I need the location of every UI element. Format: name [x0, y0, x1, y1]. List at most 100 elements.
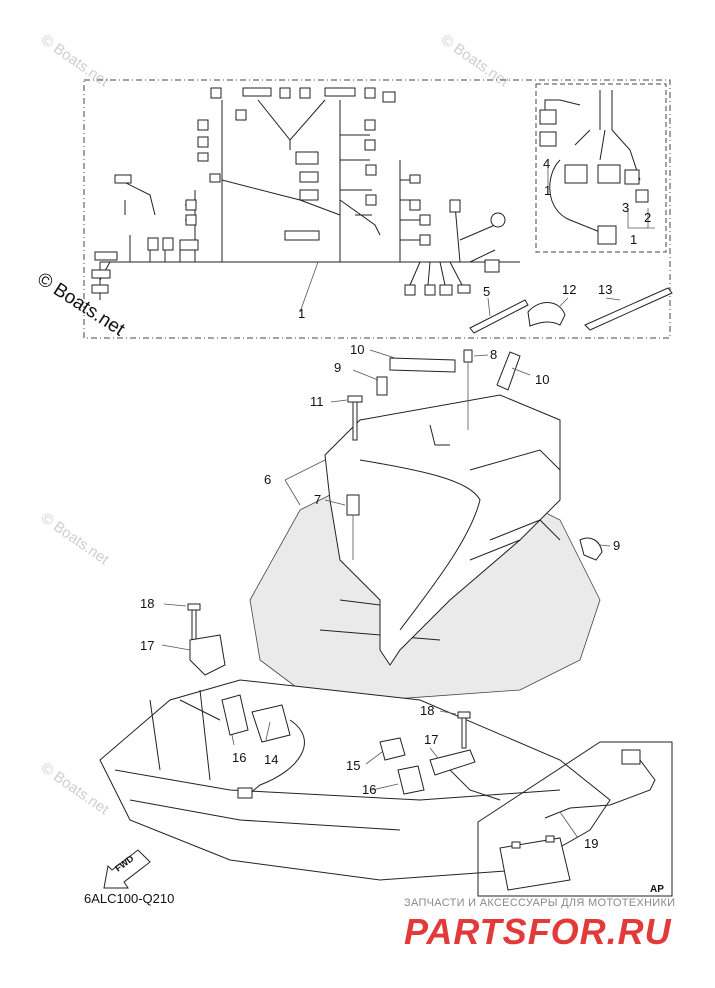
connector [624, 169, 640, 185]
connector [409, 199, 421, 211]
grommet-seal [397, 765, 425, 795]
connector [364, 139, 376, 151]
callouts: 1 1 1 2 3 4 5 6 7 8 9 9 10 10 11 12 13 1… [140, 156, 651, 851]
leader-line [284, 349, 611, 547]
callout-label: 17 [424, 732, 438, 747]
cap [379, 737, 406, 761]
watermark-text: © Boats.net [38, 759, 113, 818]
connector [209, 173, 221, 183]
inset-cable [599, 90, 613, 130]
brand-subtitle: ЗАПЧАСТИ И АКСЕССУАРЫ ДЛЯ МОТОТЕХНИКИ [404, 897, 675, 909]
callout-label: 1 [298, 306, 305, 321]
callout-label: 19 [584, 836, 598, 851]
connector [621, 749, 641, 765]
bottom-cowling-section: FWD AP [99, 603, 673, 897]
connector [242, 87, 272, 97]
bottom-cowling [99, 679, 611, 881]
connector [197, 152, 209, 162]
callout-label: 3 [622, 200, 629, 215]
harness-inset-frame [535, 83, 667, 253]
connector [295, 151, 319, 165]
callout-label: 16 [232, 750, 246, 765]
connector [179, 239, 199, 251]
watermark-text: © Boats.net [438, 31, 513, 90]
ap-inset-frame [477, 741, 673, 897]
rubber-strip [496, 351, 521, 391]
relay [539, 131, 557, 147]
watermark-side-text: © Boats.net [33, 269, 129, 341]
fwd-arrow-icon [103, 849, 151, 889]
harness-section [83, 79, 673, 339]
grommet [463, 349, 473, 363]
connector [185, 214, 197, 226]
electrical-box-cover [324, 394, 561, 666]
harness-branch [119, 179, 156, 216]
connector [364, 119, 376, 131]
connector [237, 787, 253, 799]
callout-label: 8 [490, 347, 497, 362]
callout-label: 17 [140, 638, 154, 653]
connector [91, 269, 111, 279]
connector [197, 119, 209, 131]
connector [324, 87, 356, 97]
connector [284, 230, 320, 241]
connector [382, 91, 396, 103]
cowling-edge [114, 769, 561, 831]
harness-branch [99, 261, 111, 300]
connector [597, 225, 617, 245]
leader-line [161, 603, 457, 791]
connector [197, 136, 209, 148]
connector [449, 199, 461, 213]
bolt [457, 711, 471, 749]
callout-label: 6 [264, 472, 271, 487]
battery-terminal [511, 841, 521, 849]
callout-label: 16 [362, 782, 376, 797]
connector [91, 284, 109, 294]
connector-plug [251, 704, 291, 743]
watermark-text: © Boats.net [38, 509, 113, 568]
callout-label: 10 [350, 342, 364, 357]
connector [409, 174, 421, 184]
leader-line [487, 297, 491, 317]
leader-line [299, 261, 319, 313]
connector [365, 164, 377, 176]
cable-tie-part [584, 287, 673, 331]
bracket [429, 749, 476, 776]
callout-label: 18 [420, 703, 434, 718]
connector [564, 164, 588, 184]
callout-label: 4 [543, 156, 550, 171]
battery-lead [544, 759, 656, 819]
battery-terminal [545, 835, 555, 843]
relay [539, 109, 557, 125]
callout-label: 1 [544, 183, 551, 198]
callout-label: 2 [644, 210, 651, 225]
watermark-text: © Boats.net [38, 31, 113, 90]
harness-frame [83, 79, 671, 339]
callout-label: 1 [630, 232, 637, 247]
connector [439, 284, 453, 296]
callout-label: 10 [535, 372, 549, 387]
clamp [579, 537, 603, 561]
connector [419, 234, 431, 246]
plug-wire [247, 719, 305, 796]
cowling-detail [149, 689, 221, 781]
inset-wire [549, 159, 601, 233]
callout-label: 9 [613, 538, 620, 553]
cover-detail [429, 424, 450, 446]
harness-branch [129, 235, 181, 262]
callout-label: 11 [310, 394, 324, 409]
cover-ribs [469, 449, 561, 561]
connector [404, 284, 416, 296]
bolt [187, 603, 201, 641]
connector [185, 199, 197, 211]
connector [365, 194, 377, 206]
callout-label: 14 [264, 752, 278, 767]
callout-label: 13 [598, 282, 612, 297]
connector [235, 109, 247, 121]
cable-tie-part [469, 299, 529, 334]
rubber-strip [389, 357, 456, 373]
callout-label: 12 [562, 282, 576, 297]
connector [94, 251, 118, 261]
callout-label: 9 [334, 360, 341, 375]
